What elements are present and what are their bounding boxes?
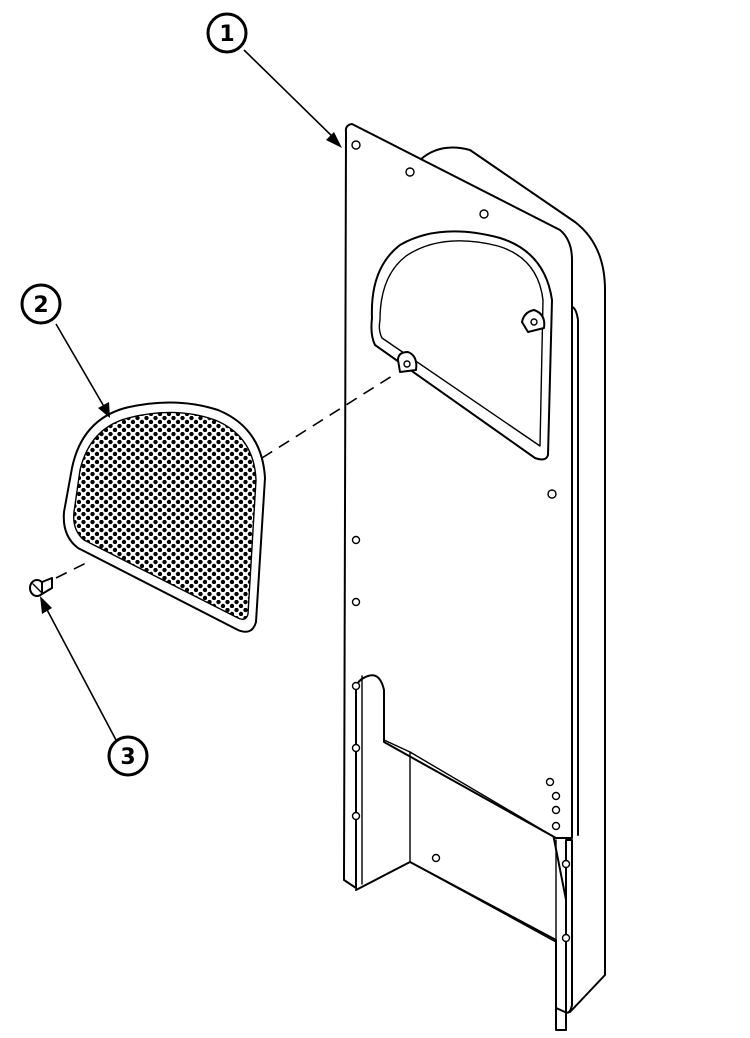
- assembly-line-grille: [261, 375, 393, 459]
- callout-1-label: 1: [219, 22, 234, 47]
- panel-vent-opening-inner: [378, 240, 544, 447]
- screw-slot: [32, 583, 42, 593]
- panel-hole: [551, 821, 561, 831]
- panel-hole: [351, 140, 361, 150]
- leader-2: [55, 323, 110, 418]
- assembly-line-screw: [55, 561, 89, 579]
- panel-vent-opening: [370, 230, 553, 461]
- panel-hole: [351, 681, 361, 691]
- screw-shank: [41, 577, 53, 595]
- panel-hole: [551, 805, 561, 815]
- panel-part: [343, 123, 606, 1031]
- callout-3-label: 3: [120, 745, 135, 770]
- panel-hole: [547, 489, 557, 499]
- panel-hole: [561, 859, 571, 869]
- callout-1: 1: [206, 12, 248, 54]
- panel-hole: [351, 535, 361, 545]
- arrowhead-2: [98, 402, 110, 418]
- panel-hole: [405, 167, 415, 177]
- panel-hole: [351, 743, 361, 753]
- arrowhead-1: [326, 132, 342, 148]
- callout-2: 2: [20, 283, 62, 325]
- callout-2-label: 2: [33, 293, 48, 318]
- vent-tab-lower-hole: [403, 360, 411, 368]
- leader-3: [40, 596, 117, 741]
- vent-tab-upper-hole: [530, 318, 538, 326]
- panel-hole: [551, 791, 561, 801]
- panel-hole: [351, 811, 361, 821]
- leader-1: [243, 49, 342, 148]
- grille-mesh: [73, 411, 257, 621]
- panel-bottom-channel: [355, 839, 573, 1031]
- panel-hole: [351, 597, 361, 607]
- arrowhead-3: [40, 596, 52, 614]
- screw-part: [29, 577, 53, 597]
- callout-3: 3: [107, 735, 149, 777]
- panel-holes: [351, 140, 571, 943]
- panel-hole: [431, 853, 441, 863]
- vent-grille-part: [62, 401, 266, 633]
- panel-channel-inner: [383, 739, 557, 943]
- panel-hole: [479, 209, 489, 219]
- panel-hole: [561, 933, 571, 943]
- panel-hole: [545, 777, 555, 787]
